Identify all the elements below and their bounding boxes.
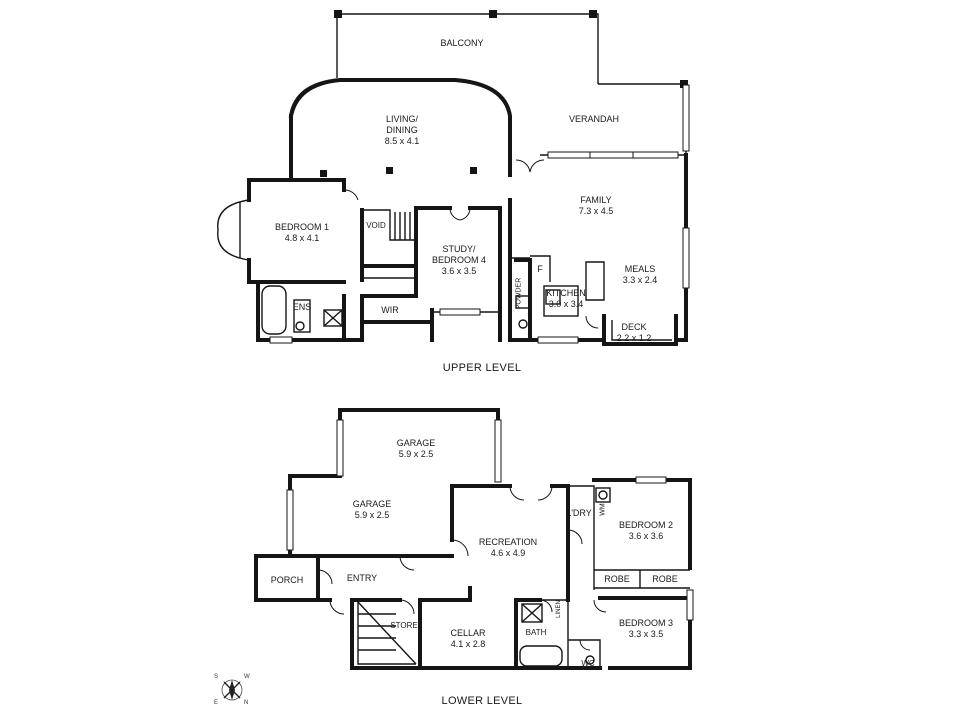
study-bedroom4-label: STUDY/ BEDROOM 4 3.6 x 3.5 [431,244,487,276]
ens-label: ENS [292,302,312,312]
wc-label: WC [581,659,595,668]
bedroom3-label: BEDROOM 3 3.3 x 3.5 [618,618,674,639]
upper-level-fixtures [261,285,561,335]
lower-level-title: LOWER LEVEL [441,695,523,707]
compass-s-label: S [214,674,219,680]
wm-label: WM [599,503,607,516]
compass-w-label: W [244,674,250,680]
lower-level-doors [317,485,607,651]
compass-n-label: N [244,700,249,706]
upper-level-title: UPPER LEVEL [442,362,522,374]
store-label: STORE [390,621,418,630]
powder-label: POWDER [515,277,523,310]
fridge-label: F [537,264,543,274]
upper-level-windows [269,84,690,344]
porch-label: PORCH [270,575,304,585]
compass-rose-icon [221,679,243,701]
deck-label: DECK 2.2 x 1.2 [616,322,652,343]
garage1-label: GARAGE 5.9 x 2.5 [396,438,436,459]
bedroom1-label: BEDROOM 1 4.8 x 4.1 [274,222,330,243]
compass-e-label: E [214,700,219,706]
wir-label: WIR [381,305,399,315]
robe2-label: ROBE [652,574,678,584]
cellar-label: CELLAR 4.1 x 2.8 [450,628,486,649]
verandah-label: VERANDAH [568,114,620,124]
linen-label: LINEN [555,600,562,618]
lower-level-windows [286,419,694,621]
lower-level-fixtures [519,487,611,667]
recreation-label: RECREATION 4.6 x 4.9 [478,537,538,558]
kitchen-label: KITCHEN 3.0 x 3.4 [546,288,586,309]
family-label: FAMILY 7.3 x 4.5 [578,195,614,216]
entry-label: ENTRY [346,573,378,583]
living-dining-label: LIVING/ DINING 8.5 x 4.1 [384,114,420,146]
meals-label: MEALS 3.3 x 2.4 [622,264,658,285]
upper-level-walls [217,10,688,346]
robe1-label: ROBE [604,574,630,584]
upper-level-doors [343,159,599,329]
bath-label: BATH [525,628,547,637]
void-label: VOID [366,221,386,230]
laundry-label: L'DRY [566,508,592,518]
balcony-label: BALCONY [440,38,484,48]
bedroom2-label: BEDROOM 2 3.6 x 3.6 [618,520,674,541]
garage2-label: GARAGE 5.9 x 2.5 [352,499,392,520]
